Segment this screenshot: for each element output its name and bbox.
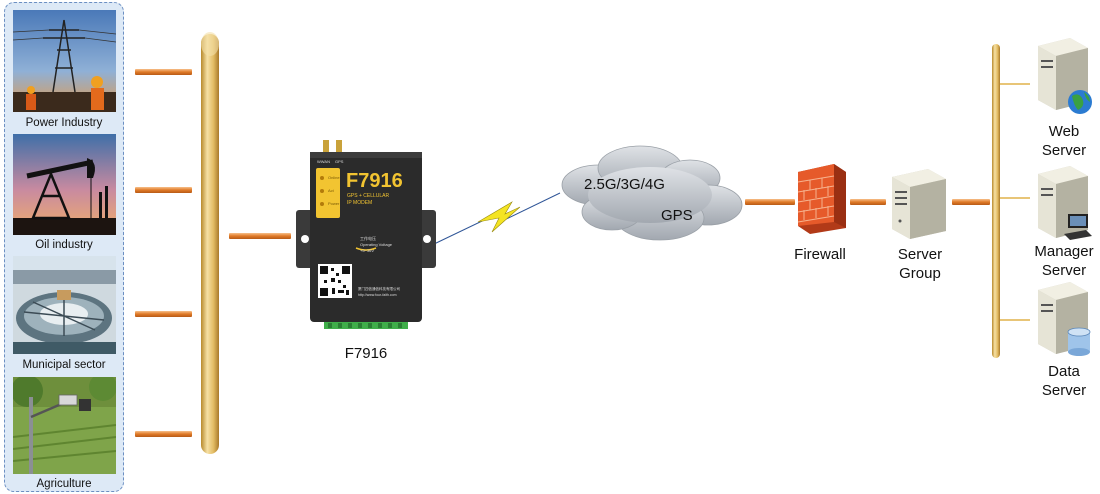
firewall-icon (794, 160, 850, 234)
industry-label: Oil industry (35, 239, 93, 251)
link-oil (135, 187, 192, 193)
modem-caption: F7916 (344, 345, 388, 362)
data-server-label-line2: Server (1041, 382, 1087, 399)
network-cloud (561, 145, 743, 241)
modem-voltage-label: Operating Voltage (360, 242, 393, 247)
link-power (135, 69, 192, 75)
server-group-icon (886, 165, 952, 241)
firewall-label: Firewall (794, 246, 846, 263)
wireless-lightning-icon (431, 192, 561, 246)
link-firewall-group (850, 199, 886, 205)
left-bus (201, 32, 219, 454)
modem-subtitle-1: GPS + CELLULAR (347, 193, 390, 199)
web-server-label-line2: Server (1041, 142, 1087, 159)
modem-led-power: Power (328, 201, 340, 206)
modem-vendor: 厦门四信通信科技有限公司 (358, 287, 400, 291)
manager-server-label-line1: Manager (1034, 243, 1094, 260)
data-server-icon (1034, 280, 1096, 360)
industry-panel: Power Industry Oil industry (4, 2, 124, 492)
modem-antenna-left-label: WWAN (317, 159, 330, 164)
server-group-label: Server Group (880, 245, 960, 283)
municipal-sector-image (13, 256, 116, 354)
link-bus-modem (229, 233, 291, 239)
server-group-label-line2: Group (899, 265, 941, 282)
data-server-label: Data Server (1026, 362, 1100, 400)
modem-device: WWAN GPS Online Act Power F7916 GPS + CE… (296, 140, 436, 330)
oil-industry-image (13, 134, 116, 235)
power-industry-image (13, 10, 116, 112)
modem-led-act: Act (328, 188, 334, 193)
modem-model: F7916 (346, 170, 403, 192)
modem-led-online: Online (328, 175, 340, 180)
modem-subtitle-2: IP MODEM (347, 200, 373, 206)
industry-label: Municipal sector (22, 359, 106, 371)
modem-website: http://www.four-faith.com (358, 293, 397, 297)
link-municipal (135, 311, 192, 317)
link-group-bus (952, 199, 990, 205)
server-group-label-line1: Server (897, 246, 943, 263)
manager-server-label: Manager Server (1026, 242, 1100, 280)
link-agriculture (135, 431, 192, 437)
web-server-label: Web Server (1026, 122, 1100, 160)
right-bus (992, 44, 1000, 358)
cloud-label-gps: GPS (661, 207, 693, 224)
link-cloud-firewall (745, 199, 795, 205)
modem-voltage-cn: 工作电压 (360, 236, 376, 241)
industry-label: Agriculture (36, 478, 92, 490)
agriculture-image (13, 377, 116, 474)
web-server-icon (1034, 36, 1096, 116)
manager-server-label-line2: Server (1041, 262, 1087, 279)
modem-voltage-value: +5~36V (360, 248, 375, 253)
industry-label: Power Industry (25, 117, 103, 129)
web-server-label-line1: Web (1048, 123, 1080, 140)
cloud-label-network: 2.5G/3G/4G (584, 176, 665, 193)
server-links (1000, 83, 1030, 321)
data-server-label-line1: Data (1048, 363, 1080, 380)
modem-antenna-right-label: GPS (335, 159, 344, 164)
industry-links (135, 69, 192, 437)
manager-server-icon (1034, 164, 1096, 242)
